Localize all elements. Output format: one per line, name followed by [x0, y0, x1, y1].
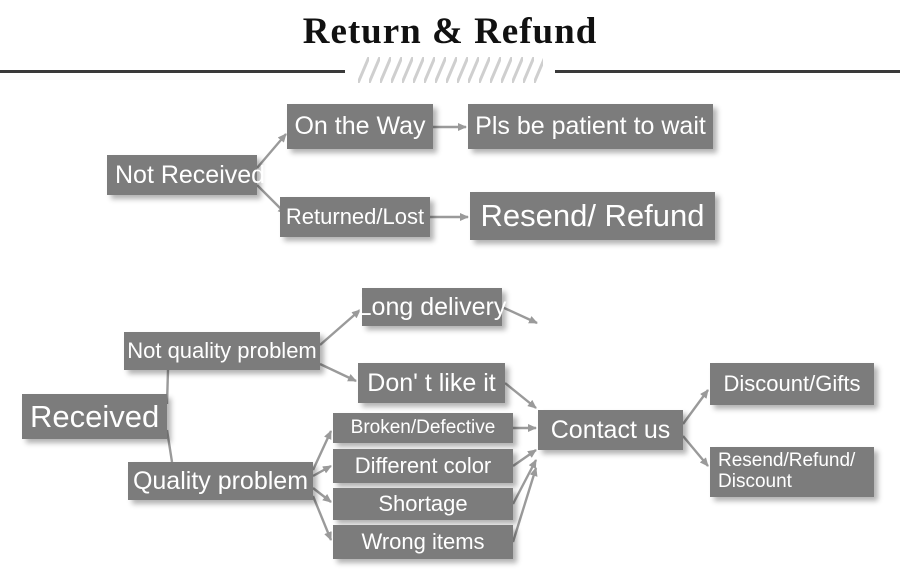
flow-node-not-received: Not Received	[107, 155, 265, 195]
flow-node-resend-refund: Resend/ Refund	[470, 192, 715, 240]
diagonal-hatch-divider-icon	[358, 57, 543, 83]
flow-node-label: On the Way	[294, 112, 426, 140]
flow-node-label: Resend/ Refund	[480, 198, 705, 234]
flow-node-label: Different color	[354, 453, 492, 479]
flow-node-label: Shortage	[378, 491, 468, 517]
flow-node-label: Don' t like it	[367, 368, 496, 397]
flow-node-shortage: Shortage	[333, 488, 513, 520]
flow-node-label: Contact us	[550, 415, 671, 444]
flow-node-long-delivery: Long delivery	[358, 288, 506, 326]
page-title: Return & Refund	[302, 11, 598, 52]
flow-node-quality-problem: Quality problem	[128, 462, 313, 500]
flow-node-broken-defective: Broken/Defective	[333, 413, 513, 443]
flow-node-label: Quality problem	[132, 466, 309, 495]
flow-node-label: Discount/Gifts	[723, 371, 861, 397]
flow-node-label: Resend/Refund/ Discount	[718, 450, 856, 492]
flow-node-discount-gifts: Discount/Gifts	[710, 363, 874, 405]
flow-node-label: Received	[30, 398, 160, 434]
flow-node-label: Returned/Lost	[285, 204, 425, 230]
flow-node-resend-refund-disc: Resend/Refund/ Discount	[710, 447, 874, 497]
flow-node-different-color: Different color	[333, 449, 513, 483]
flow-node-received: Received	[22, 394, 167, 439]
divider-rule-right	[555, 70, 900, 73]
flow-node-on-the-way: On the Way	[287, 104, 433, 149]
flow-node-not-quality: Not quality problem	[124, 332, 320, 370]
flow-node-label: Long delivery	[357, 292, 507, 321]
flow-node-dont-like-it: Don' t like it	[358, 363, 505, 403]
flow-node-pls-be-patient: Pls be patient to wait	[468, 104, 713, 149]
flow-node-wrong-items: Wrong items	[333, 525, 513, 559]
flow-node-label: Broken/Defective	[350, 416, 496, 438]
flow-node-returned-lost: Returned/Lost	[280, 197, 430, 237]
divider-rule-left	[0, 70, 345, 73]
flow-node-label: Pls be patient to wait	[475, 112, 706, 140]
flow-node-label: Wrong items	[361, 529, 485, 555]
flow-node-contact-us: Contact us	[538, 410, 683, 450]
flow-node-label: Not quality problem	[127, 338, 317, 364]
flow-node-label: Not Received	[115, 160, 266, 189]
